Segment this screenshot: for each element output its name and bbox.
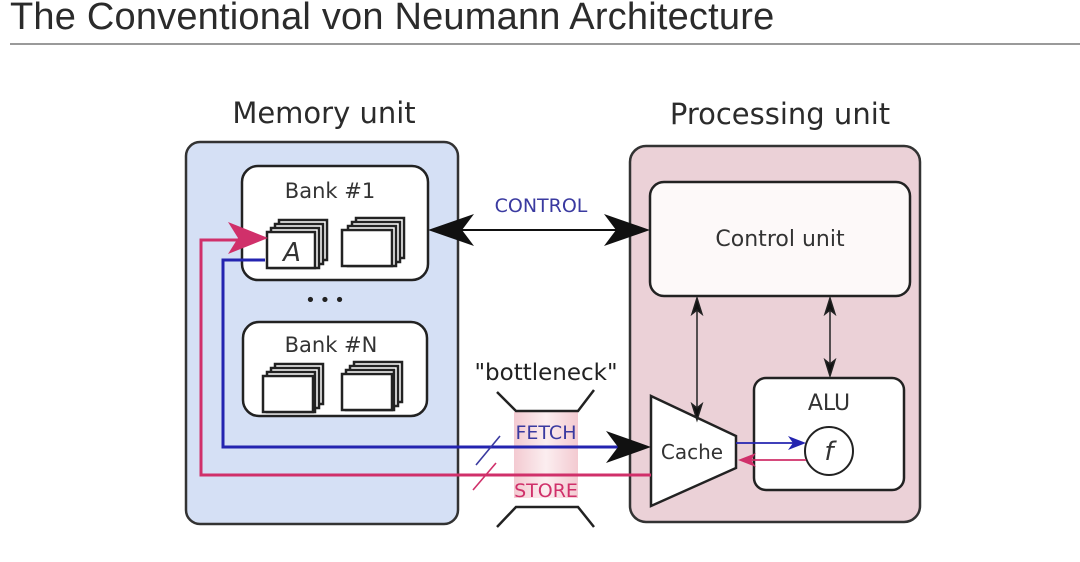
alu-label: ALU [808,391,850,416]
cache-to-alu-arrow [736,436,806,450]
banks-ellipsis: ••• [305,290,349,311]
alu-function-circle [804,426,854,476]
fetch-bus: FETCH [221,258,651,466]
control-unit: Control unit [648,180,912,298]
bank-n: Bank #N [241,320,429,418]
bottleneck-label: "bottleneck" [474,360,617,386]
bottleneck-brackets [496,389,595,528]
slide-title: The Conventional von Neumann Architectur… [10,0,775,38]
bank-1-label: Bank #1 [285,179,375,203]
cell-symbol-a: A [281,238,301,268]
control-unit-label: Control unit [715,227,845,252]
store-bus: STORE [199,222,651,502]
fetch-bus-width-mark [475,435,501,466]
control-cache-arrow [690,295,704,423]
control-alu-arrow [823,295,837,379]
memory-unit-label: Memory unit [232,96,415,130]
store-bus-width-mark [472,462,497,491]
memory-cell-stack [261,362,325,414]
control-bus: CONTROL [428,195,650,246]
memory-cell-stack [340,216,406,268]
store-bus-label: STORE [514,480,578,502]
control-bus-label: CONTROL [495,195,588,217]
alu-to-cache-arrow [738,453,806,467]
bottleneck-region [514,412,578,498]
memory-cell-stack-a: A [265,218,329,270]
title-divider [10,43,1080,45]
bank-1: Bank #1 A [240,164,430,282]
bank-n-label: Bank #N [285,333,378,357]
memory-cell-stack [340,360,404,412]
cache-label: Cache [661,440,723,464]
processing-unit-label: Processing unit [670,97,890,131]
alu: ALU f [752,376,906,492]
fetch-bus-label: FETCH [516,422,577,444]
cache: Cache [649,394,738,508]
